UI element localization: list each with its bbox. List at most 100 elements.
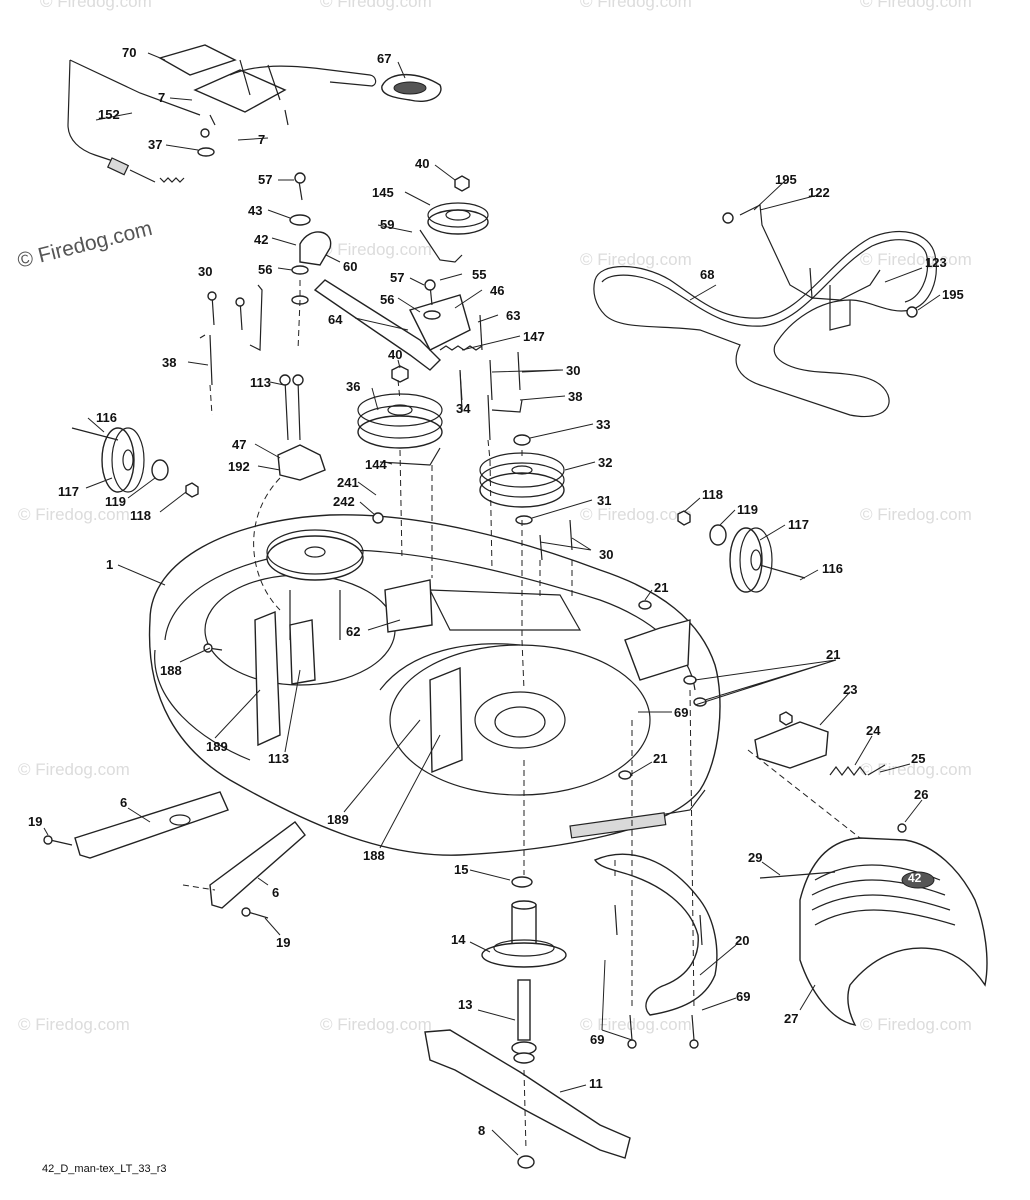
deflector-20	[593, 853, 718, 1016]
part-label-123: 123	[925, 255, 947, 270]
watermark: © Firedog.com	[580, 250, 692, 269]
part-label-145: 145	[372, 185, 394, 200]
brace-6-right	[209, 821, 306, 909]
shaft-13	[511, 979, 537, 1064]
part-label-64: 64	[328, 312, 343, 327]
nut-40	[454, 175, 470, 192]
part-label-69: 69	[736, 989, 751, 1004]
part-label-38: 38	[162, 355, 177, 370]
watermark: © Firedog.com	[320, 1015, 432, 1034]
arm-plate-55	[409, 294, 471, 351]
nut-40b	[391, 365, 409, 383]
watermark: © Firedog.com	[18, 505, 130, 524]
pulley-32	[479, 452, 565, 508]
part-label-122: 122	[808, 185, 830, 200]
part-label-144: 144	[365, 457, 387, 472]
watermark: © Firedog.com	[860, 250, 972, 269]
idler-pulley-36	[357, 393, 443, 449]
brace-6-left	[74, 791, 229, 859]
part-label-116: 116	[96, 410, 117, 425]
bracket-23	[754, 721, 829, 769]
part-label-34: 34	[456, 401, 471, 416]
part-label-26: 26	[914, 787, 929, 802]
part-label-7: 7	[158, 90, 166, 105]
part-label-69: 69	[590, 1032, 605, 1047]
watermark: © Firedog.com	[860, 505, 972, 524]
part-label-21: 21	[653, 751, 668, 766]
part-label-60: 60	[343, 259, 358, 274]
part-label-195: 195	[775, 172, 797, 187]
part-label-6: 6	[120, 795, 128, 810]
part-label-117: 117	[788, 517, 809, 532]
part-label-118: 118	[130, 508, 151, 523]
blade-11	[424, 1029, 631, 1159]
part-label-68: 68	[700, 267, 715, 282]
part-label-55: 55	[472, 267, 487, 282]
part-label-11: 11	[589, 1076, 603, 1091]
watermark: © Firedog.com	[580, 0, 692, 11]
part-label-43: 43	[248, 203, 263, 218]
part-label-30: 30	[599, 547, 614, 562]
hanger-bracket	[289, 619, 316, 685]
part-label-32: 32	[598, 455, 613, 470]
part-label-6: 6	[272, 885, 280, 900]
part-label-118: 118	[702, 487, 723, 502]
part-label-30: 30	[198, 264, 213, 279]
part-label-36: 36	[346, 379, 361, 394]
watermark: © Firedog.com	[860, 0, 972, 11]
part-label-21: 21	[654, 580, 669, 595]
left-hanger-bracket	[254, 610, 281, 747]
part-label-113: 113	[250, 375, 271, 390]
part-label-188: 188	[363, 848, 385, 863]
bracket-59	[419, 229, 463, 263]
gauge-wheel-left	[71, 427, 199, 498]
watermark: © Firedog.com	[580, 1015, 692, 1034]
watermark: © Firedog.com	[860, 1015, 972, 1034]
part-label-7: 7	[258, 132, 266, 147]
spindle-14	[481, 876, 567, 968]
watermark: © Firedog.com	[860, 760, 972, 779]
watermark: © Firedog.com	[320, 240, 432, 259]
part-label-56: 56	[380, 292, 395, 307]
part-label-70: 70	[122, 45, 137, 60]
part-label-62: 62	[346, 624, 361, 639]
part-label-14: 14	[451, 932, 466, 947]
part-label-189: 189	[327, 812, 349, 827]
deck-pulley-left	[266, 529, 364, 640]
belt-guide-122	[739, 204, 881, 301]
part-label-27: 27	[784, 1011, 799, 1026]
watermark: © Firedog.com	[40, 0, 152, 11]
part-label-47: 47	[232, 437, 247, 452]
part-label-19: 19	[276, 935, 291, 950]
part-label-192: 192	[228, 459, 250, 474]
leader-lines	[43, 52, 941, 1156]
part-label-188: 188	[160, 663, 182, 678]
part-label-13: 13	[458, 997, 473, 1012]
spacer-144	[379, 447, 441, 466]
part-label-119: 119	[105, 494, 126, 509]
watermark: © Firedog.com	[18, 760, 130, 779]
part-label-241: 241	[337, 475, 359, 490]
part-label-25: 25	[911, 751, 926, 766]
lift-linkage	[158, 44, 377, 126]
part-label-24: 24	[866, 723, 881, 738]
washer-31	[515, 515, 533, 525]
part-label-8: 8	[478, 1123, 486, 1138]
part-label-1: 1	[106, 557, 114, 572]
gauge-wheel-right	[677, 510, 806, 593]
part-label-15: 15	[454, 862, 469, 877]
rod-29	[759, 871, 836, 879]
part-label-31: 31	[597, 493, 612, 508]
part-label-152: 152	[98, 107, 120, 122]
part-label-195: 195	[942, 287, 964, 302]
part-label-57: 57	[390, 270, 405, 285]
idler-arm-64	[313, 279, 441, 371]
rear-bracket	[624, 619, 691, 681]
center-bracket	[384, 579, 433, 633]
assembly-lines	[182, 280, 861, 1151]
part-label-56: 56	[258, 262, 273, 277]
belt-68	[593, 230, 937, 418]
part-label-20: 20	[735, 933, 750, 948]
part-label-117: 117	[58, 484, 79, 499]
